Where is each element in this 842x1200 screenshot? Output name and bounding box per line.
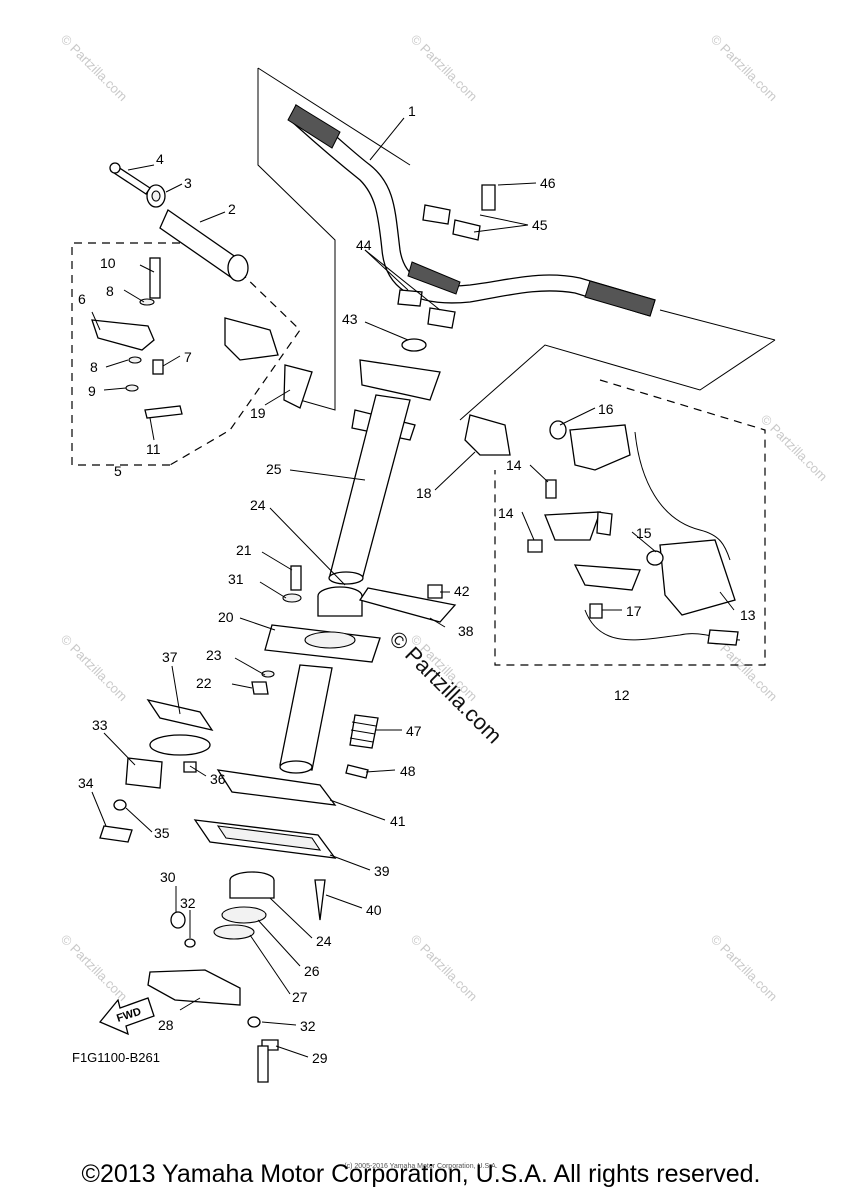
leader-lines: [257, 67, 776, 421]
right-grip-texture: [584, 280, 656, 317]
watermark-tile: © Partzilla.com: [708, 32, 781, 105]
callout-4: 4: [156, 151, 164, 167]
callout-23: 23: [206, 647, 222, 663]
callout-47: 47: [406, 723, 422, 739]
callout-16: 16: [598, 401, 614, 417]
diagram-canvas: © Partzilla.com © Partzilla.com © Partzill…: [58, 32, 831, 1083]
watermark-tile: © Partzilla.com: [408, 32, 481, 105]
callout-31: 31: [228, 571, 244, 587]
watermark-tile: © Partzilla.com: [758, 412, 831, 485]
callout-40: 40: [366, 902, 382, 918]
callout-8b: 8: [90, 359, 98, 375]
callout-46: 46: [540, 175, 556, 191]
watermark-tile: © Partzilla.com: [708, 932, 781, 1005]
callout-18: 18: [416, 485, 432, 501]
callout-8a: 8: [106, 283, 114, 299]
callout-44: 44: [356, 237, 372, 253]
callout-38: 38: [458, 623, 474, 639]
callout-7: 7: [184, 349, 192, 365]
left-grip-parts: [109, 162, 249, 282]
copyright-small: (c) 2005-2016 Yamaha Motor Corporation, …: [344, 1163, 498, 1170]
callout-25: 25: [266, 461, 282, 477]
callout-13: 13: [740, 607, 756, 623]
callout-27: 27: [292, 989, 308, 1005]
spring-pin: [345, 714, 379, 779]
callout-leaders: [91, 117, 735, 1058]
center-grip-texture: [407, 261, 461, 295]
callout-1: 1: [408, 103, 416, 119]
group-box-5: [71, 242, 301, 466]
callout-14b: 14: [498, 505, 514, 521]
callout-20: 20: [218, 609, 234, 625]
callout-32b: 32: [300, 1018, 316, 1034]
fwd-arrow: FWD: [98, 997, 155, 1036]
callout-36: 36: [210, 771, 226, 787]
handlebar: [287, 104, 656, 317]
callout-42: 42: [454, 583, 470, 599]
callout-26: 26: [304, 963, 320, 979]
handlebar-clamps: [397, 184, 496, 352]
diagram-code: F1G1100-B261: [72, 1050, 160, 1065]
callout-19: 19: [250, 405, 266, 421]
callout-33: 33: [92, 717, 108, 733]
callout-30: 30: [160, 869, 176, 885]
callout-45: 45: [532, 217, 548, 233]
callout-35: 35: [154, 825, 170, 841]
watermark-tile: © Partzilla.com: [58, 32, 131, 105]
callout-48: 48: [400, 763, 416, 779]
watermark-main: © Partzilla.com: [384, 626, 507, 749]
callout-37: 37: [162, 649, 178, 665]
callout-12: 12: [614, 687, 630, 703]
watermark-tile: © Partzilla.com: [58, 632, 131, 705]
callout-15: 15: [636, 525, 652, 541]
callout-11: 11: [146, 441, 161, 457]
copyright-notice: ©2013 Yamaha Motor Corporation, U.S.A. A…: [81, 1160, 761, 1188]
cable-clamp-parts: [99, 698, 214, 843]
callout-43: 43: [342, 311, 358, 327]
steering-column: [328, 359, 441, 585]
callout-labels: 1 2 3 4 5 6 7 8 8 9 10 11 12 13 14 14 15…: [78, 103, 756, 1066]
callout-41: 41: [390, 813, 406, 829]
callout-3: 3: [184, 175, 192, 191]
group-box-12: [494, 379, 766, 666]
callout-5: 5: [114, 463, 122, 479]
watermark-tile: © Partzilla.com: [58, 932, 131, 1005]
callout-21: 21: [236, 542, 252, 558]
callout-34: 34: [78, 775, 94, 791]
throttle-lever-group: [91, 257, 313, 419]
lower-shaft: [251, 664, 333, 774]
column-bushings-plates: [264, 565, 457, 663]
watermark-tile: © Partzilla.com: [408, 932, 481, 1005]
gaskets: [193, 769, 337, 859]
callout-29: 29: [312, 1050, 328, 1066]
callout-14a: 14: [506, 457, 522, 473]
callout-32a: 32: [180, 895, 196, 911]
callout-17: 17: [626, 603, 642, 619]
watermark-tiles: © Partzilla.com © Partzilla.com © Partzill…: [58, 32, 831, 1005]
callout-9: 9: [88, 383, 96, 399]
switch-group: [464, 414, 741, 646]
callout-28: 28: [158, 1017, 174, 1033]
callout-22: 22: [196, 675, 212, 691]
callout-24b: 24: [316, 933, 332, 949]
lower-bracket-parts: [147, 871, 326, 1083]
callout-2: 2: [228, 201, 236, 217]
callout-6: 6: [78, 291, 86, 307]
callout-10: 10: [100, 255, 116, 271]
left-grip-texture: [287, 104, 341, 149]
callout-24a: 24: [250, 497, 266, 513]
callout-39: 39: [374, 863, 390, 879]
